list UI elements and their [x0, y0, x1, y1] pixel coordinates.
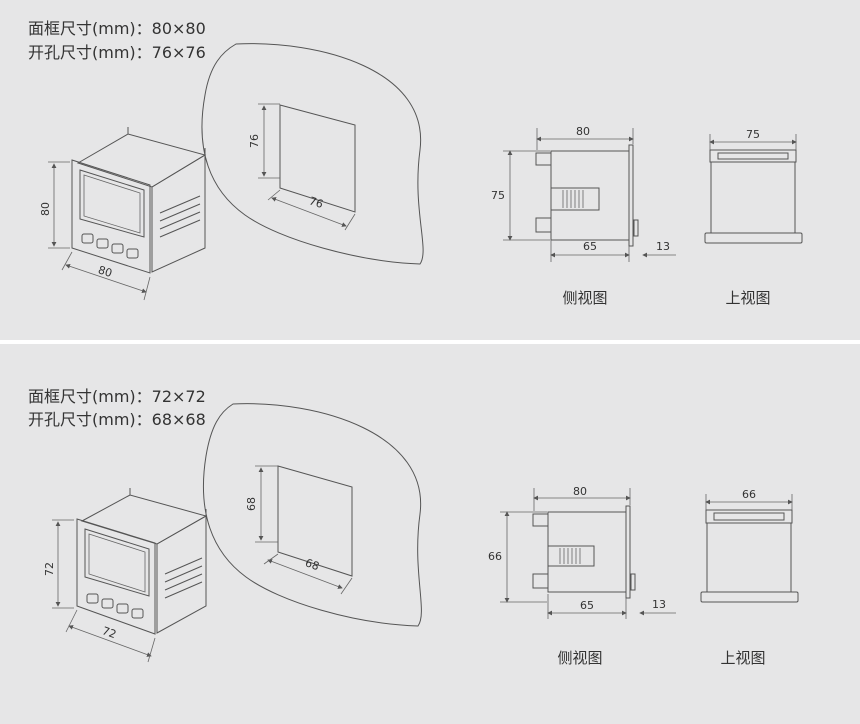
side-width-label: 80	[576, 125, 590, 138]
cutout-height-label: 68	[245, 497, 258, 511]
frame-size-label: 面框尺寸(mm)：72×72	[28, 387, 206, 406]
cutout-height-label: 76	[248, 134, 261, 148]
side-height-label: 66	[488, 550, 502, 563]
side-view: 80 66 65 13 侧视图	[488, 485, 676, 667]
meter-isometric-view	[76, 488, 208, 635]
cutout-size-label: 开孔尺寸(mm)：76×76	[28, 43, 206, 62]
cutout-width-label: 68	[303, 556, 321, 573]
diagram-80x80: 80 80 76 76	[39, 43, 803, 307]
side-depth-label: 65	[583, 240, 597, 253]
side-front-label: 13	[652, 598, 666, 611]
meter-isometric-view	[71, 127, 207, 274]
side-view: 80 75 65 13 侧视图	[491, 125, 676, 307]
panel-80x80: 面框尺寸(mm)：80×80 开孔尺寸(mm)：76×76	[0, 0, 860, 340]
top-view: 66 上视图	[700, 488, 799, 667]
frame-size-label: 面框尺寸(mm)：80×80	[28, 19, 206, 38]
side-width-label: 80	[573, 485, 587, 498]
top-width-label: 66	[742, 488, 756, 501]
meter-buttons	[81, 233, 139, 259]
side-view-caption: 侧视图	[562, 289, 607, 307]
panel-cutout-view: 76 76	[201, 43, 424, 265]
meter-height-label: 72	[43, 562, 56, 576]
meter-width-label: 72	[100, 624, 118, 641]
top-view-caption: 上视图	[725, 289, 770, 307]
side-view-caption: 侧视图	[557, 649, 602, 667]
side-height-label: 75	[491, 189, 505, 202]
meter-dimensions: 72 72	[43, 519, 156, 663]
top-width-label: 75	[746, 128, 760, 141]
cutout-width-label: 76	[307, 194, 324, 211]
side-depth-label: 65	[580, 599, 594, 612]
panel-cutout-view: 68 68	[202, 403, 422, 627]
side-front-label: 13	[656, 240, 670, 253]
top-view-caption: 上视图	[720, 649, 765, 667]
panel-72x72: 面框尺寸(mm)：72×72 开孔尺寸(mm)：68×68	[0, 344, 860, 724]
meter-height-label: 80	[39, 202, 52, 216]
meter-dimensions: 80 80	[39, 161, 151, 301]
top-view: 75 上视图	[704, 128, 803, 307]
diagram-72x72: 72 72 68 68	[43, 403, 799, 667]
meter-width-label: 80	[96, 263, 113, 280]
cutout-size-label: 开孔尺寸(mm)：68×68	[28, 410, 206, 429]
meter-buttons	[86, 593, 144, 619]
